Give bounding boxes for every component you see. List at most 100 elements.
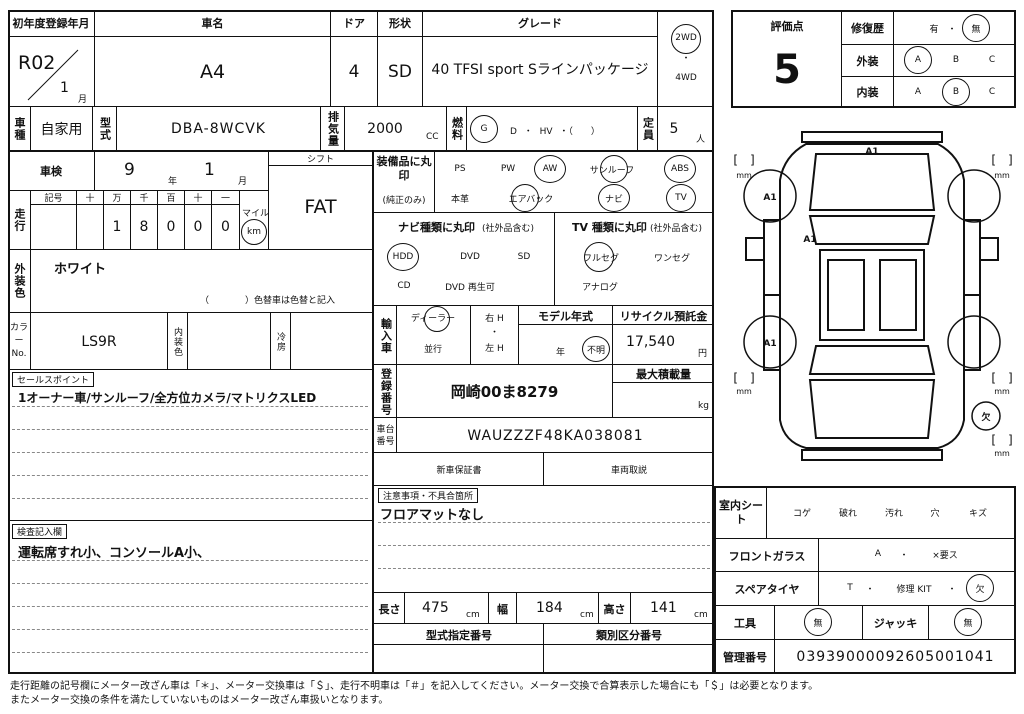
model-year-unit: 年 bbox=[556, 348, 566, 358]
shape-value: SD bbox=[388, 61, 412, 82]
exterior-grade-c: C bbox=[988, 55, 996, 65]
seat-label: 室内シート bbox=[719, 499, 763, 526]
grade-label: グレード bbox=[518, 17, 562, 30]
import-dealer-circle bbox=[424, 306, 450, 332]
tv-type-label: TV 種類に丸印 bbox=[572, 221, 647, 234]
check-entry-label: 検査記入欄 bbox=[12, 524, 68, 539]
mileage-kigou: 記号 bbox=[44, 194, 63, 204]
reg-year-label: 初年度登録年月 bbox=[12, 17, 90, 30]
footer-note-2: またメーター交換の条件を満たしていないものはメーター改ざん車扱いとなります。 bbox=[10, 695, 389, 706]
equip-abs-circle bbox=[664, 155, 696, 183]
height-label: 高さ bbox=[603, 602, 626, 616]
cc-unit: CC bbox=[426, 132, 439, 142]
vehicle-manual: 車両取説 bbox=[610, 466, 647, 476]
import-left-hand: 左 H bbox=[485, 343, 504, 354]
score-value: 5 bbox=[773, 47, 801, 93]
mileage-place-4: 十 bbox=[193, 194, 203, 204]
spare-repair-kit: 修理 KIT bbox=[896, 584, 932, 595]
car-name: A4 bbox=[199, 60, 226, 83]
max-load-kg: kg bbox=[698, 401, 709, 411]
repair-dot: ・ bbox=[947, 24, 957, 35]
score-box-frame bbox=[731, 10, 1016, 108]
tv-fullseg-circle bbox=[584, 242, 614, 272]
jack-value-circle bbox=[954, 608, 982, 636]
grade-value: 40 TFSI sport Sラインパッケージ bbox=[431, 62, 649, 78]
mileage-digit-4: 0 bbox=[221, 219, 230, 235]
interior-box-frame bbox=[714, 486, 1016, 674]
inspection-year-unit: 年 bbox=[168, 177, 178, 187]
model-value: DBA-8WCVK bbox=[171, 121, 266, 137]
notes-label: 注意事項・不具合箇所 bbox=[378, 488, 479, 503]
length-cm: cm bbox=[466, 610, 480, 620]
tire-bracket-rl: [ ] bbox=[733, 371, 754, 385]
repair-no-circle bbox=[962, 14, 990, 42]
equip-pw: PW bbox=[500, 164, 516, 174]
fuel-g-circle bbox=[470, 115, 498, 143]
tire-mm-fr: mm bbox=[994, 171, 1010, 180]
navi-sd: SD bbox=[517, 252, 531, 262]
equip-sunroof-circle bbox=[600, 155, 628, 183]
notes-text: フロアマットなし bbox=[380, 508, 485, 523]
drive-4wd: 4WD bbox=[675, 73, 697, 83]
equip-leather: 本革 bbox=[450, 194, 469, 205]
door-label: ドア bbox=[343, 17, 365, 30]
footer-note-1: 走行距離の記号欄にメーター改ざん車は「＊」、メーター交換車は「＄」、走行不明車は… bbox=[10, 681, 819, 692]
interior-color-label: 内装色 bbox=[172, 326, 182, 357]
tv-analog: アナログ bbox=[582, 282, 618, 293]
jack-label: ジャッキ bbox=[873, 617, 918, 630]
mileage-km-circle bbox=[241, 219, 267, 245]
interior-grade-a: A bbox=[914, 87, 922, 97]
color-no-label: カラーNo. bbox=[9, 323, 28, 359]
reg-month-unit: 月 bbox=[78, 95, 88, 105]
registration-label: 登録番号 bbox=[379, 367, 393, 416]
model-year-unknown-circle bbox=[582, 336, 610, 362]
import-right-hand: 右 H bbox=[485, 313, 504, 324]
equip-aw-circle bbox=[534, 155, 566, 183]
navi-type-sub: (社外品含む) bbox=[482, 224, 535, 234]
spare-tire-none-circle bbox=[966, 574, 994, 602]
interior-grade-c: C bbox=[988, 87, 996, 97]
inspection-year: 9 bbox=[124, 160, 135, 180]
seat-tear: 破れ bbox=[838, 508, 857, 519]
mileage-place-0: 十 bbox=[85, 194, 95, 204]
mileage-digit-3: 0 bbox=[193, 219, 203, 235]
fuel-options: D ・ HV ・（ ） bbox=[510, 127, 600, 137]
max-load-label: 最大積載量 bbox=[636, 368, 691, 381]
management-number: 03939000092605001041 bbox=[796, 649, 995, 665]
equip-airbag-circle bbox=[511, 184, 539, 212]
damage-mark-rear-left: A1 bbox=[763, 339, 776, 349]
seat-burn: コゲ bbox=[792, 508, 811, 519]
tire-mm-rr: mm bbox=[994, 387, 1010, 396]
use-value: 自家用 bbox=[40, 122, 83, 138]
capacity-value: 5 bbox=[669, 121, 679, 137]
width-value: 184 bbox=[536, 600, 563, 616]
equipment-sub: (純正のみ) bbox=[382, 195, 426, 206]
check-entry-text: 運転席すれ小、コンソールA小、 bbox=[18, 546, 211, 561]
interior-grade-b-circle bbox=[942, 78, 970, 106]
fuel-label: 燃料 bbox=[450, 117, 464, 141]
mileage-place-2: 千 bbox=[139, 194, 149, 204]
equip-ps: PS bbox=[454, 164, 466, 174]
category-number-label: 類別区分番号 bbox=[596, 628, 662, 642]
tire-mm-rl: mm bbox=[736, 387, 752, 396]
management-number-label: 管理番号 bbox=[723, 651, 767, 664]
reg-month: 1 bbox=[60, 80, 69, 96]
displacement-label: 排気量 bbox=[326, 111, 340, 147]
spare-tire-t: T bbox=[847, 583, 853, 593]
recycle-label: リサイクル預託金 bbox=[619, 309, 708, 323]
windshield-label: フロントガラス bbox=[728, 549, 806, 563]
mileage-mile: マイル bbox=[242, 209, 270, 219]
mileage-digit-1: 8 bbox=[139, 219, 149, 235]
equip-navi-circle bbox=[598, 184, 630, 212]
tv-oneseg: ワンセグ bbox=[653, 253, 690, 264]
tools-label: 工具 bbox=[734, 617, 756, 630]
exterior-grade-b: B bbox=[952, 55, 960, 65]
spare-dot-1: ・ bbox=[865, 584, 875, 595]
navi-type-label: ナビ種類に丸印 bbox=[398, 221, 475, 234]
displacement-value: 2000 bbox=[367, 121, 403, 137]
color-no-value: LS9R bbox=[81, 333, 117, 350]
damage-mark-left-fender: A1 bbox=[803, 235, 816, 245]
navi-cd: CD bbox=[397, 281, 411, 291]
sales-point-label: セールスポイント bbox=[12, 372, 95, 387]
tire-mm-spare: mm bbox=[994, 449, 1010, 458]
